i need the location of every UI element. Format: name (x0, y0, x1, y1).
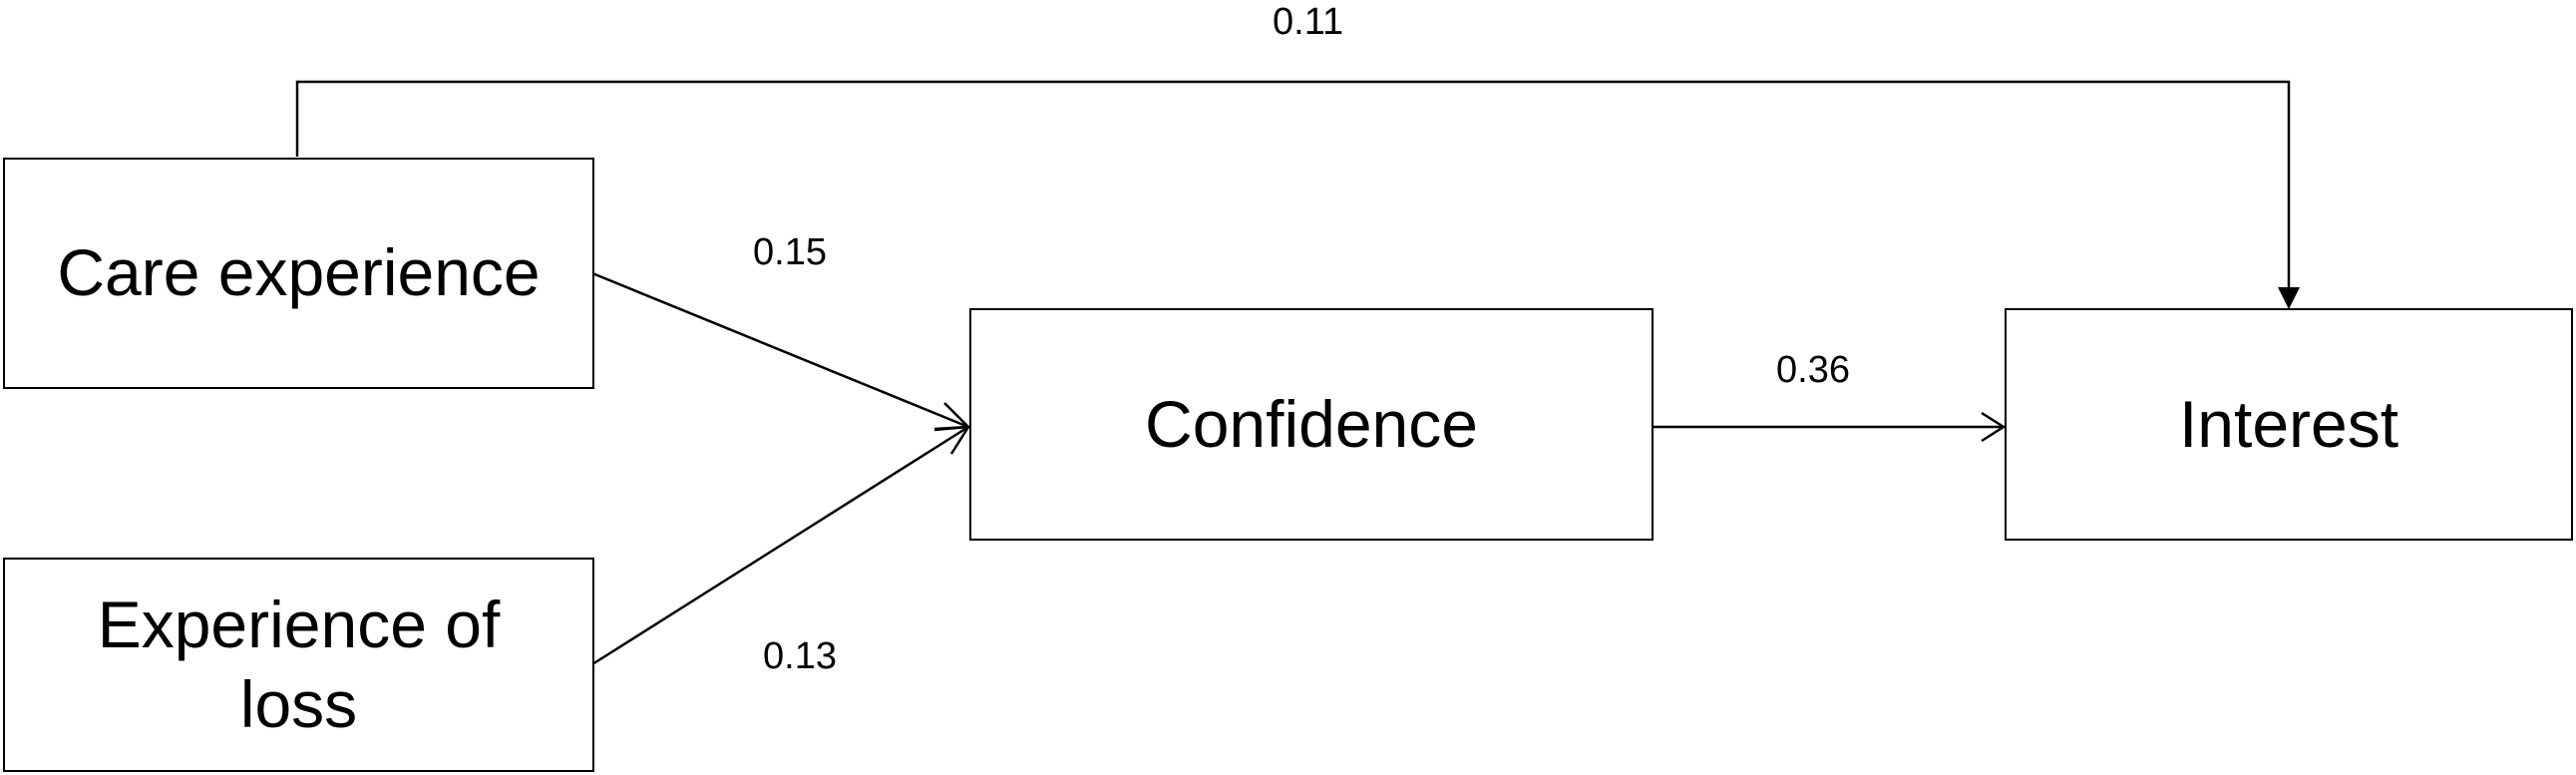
arrow-loss-to-confidence (591, 425, 969, 666)
node-experience-of-loss: Experience of loss (3, 558, 594, 772)
coefficient-care-to-confidence: 0.15 (753, 231, 827, 273)
arrowhead-care-to-interest (2278, 287, 2300, 309)
node-confidence-label: Confidence (1145, 386, 1478, 461)
coefficient-care-to-interest: 0.11 (1273, 1, 1344, 43)
node-experience-of-loss-label: Experience of loss (97, 587, 501, 741)
node-interest: Interest (2005, 308, 2573, 541)
arrow-care-to-confidence (591, 271, 969, 429)
node-interest-label: Interest (2178, 386, 2399, 461)
arrow-care-to-interest (295, 80, 2291, 301)
node-care-experience: Care experience (3, 158, 594, 389)
node-care-experience-label: Care experience (57, 235, 541, 310)
coefficient-confidence-to-interest: 0.36 (1776, 349, 1850, 391)
arrowhead-confidence-to-interest (1981, 411, 2007, 443)
node-confidence: Confidence (969, 308, 1654, 541)
coefficient-loss-to-confidence: 0.13 (763, 635, 837, 677)
arrowhead-loss-to-confidence (933, 425, 971, 455)
